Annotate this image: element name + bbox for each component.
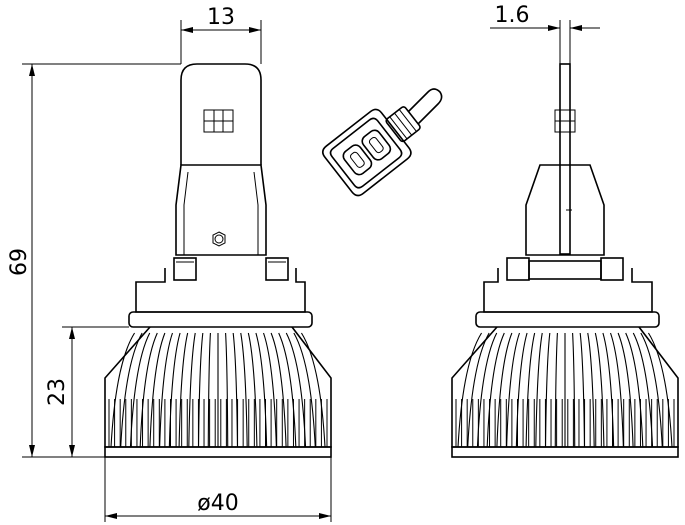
heatsink-height-label: 23 xyxy=(45,378,70,406)
heatsink-diameter-label: ø40 xyxy=(197,491,238,516)
socket-collar xyxy=(135,268,306,313)
dim-heatsink-height: 23 xyxy=(45,326,129,457)
flange-side xyxy=(475,311,660,328)
chip-thickness-label: 1.6 xyxy=(495,3,530,28)
board-base xyxy=(175,164,267,256)
dim-chip-thickness: 1.6 xyxy=(490,3,600,64)
total-height-label: 69 xyxy=(7,248,32,276)
front-view xyxy=(104,63,332,458)
connector-plug xyxy=(322,108,412,197)
flange xyxy=(128,311,313,328)
heatsink-fins xyxy=(108,332,328,448)
chip-board xyxy=(180,63,262,165)
side-view xyxy=(451,63,679,458)
connector-cable xyxy=(407,88,443,125)
screw-icon xyxy=(212,231,226,247)
board-base-side xyxy=(525,164,605,256)
chip-board-side xyxy=(559,63,571,255)
dim-total-height: 69 xyxy=(7,63,181,458)
socket-collar-side xyxy=(483,268,653,313)
connector-view xyxy=(322,88,443,197)
heatsink-base xyxy=(104,446,332,458)
heatsink-fins-side xyxy=(455,332,675,448)
chip-width-label: 13 xyxy=(207,5,235,30)
led-chip-icon xyxy=(203,109,234,133)
dim-chip-width: 13 xyxy=(180,5,262,64)
clip-left xyxy=(173,257,197,281)
clip-right xyxy=(265,257,289,281)
dim-heatsink-diameter: ø40 xyxy=(104,457,332,522)
